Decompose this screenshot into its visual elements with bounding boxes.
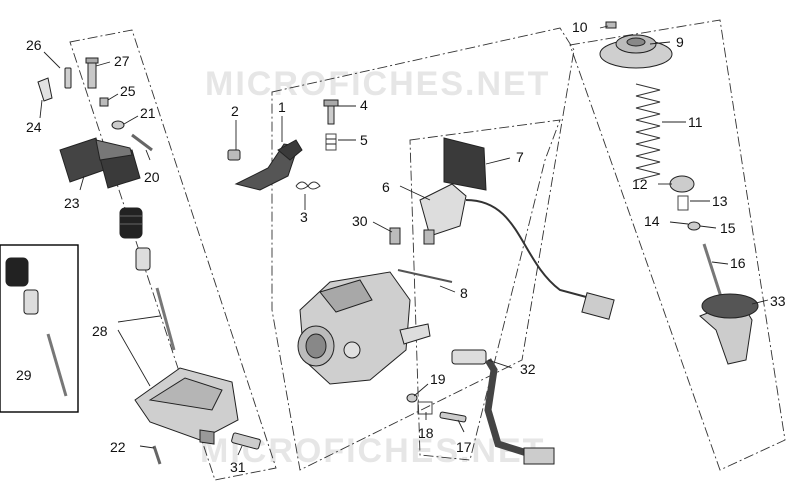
leader-lines bbox=[39, 25, 769, 456]
group-outlines bbox=[69, 19, 786, 481]
part-25-nut bbox=[99, 97, 109, 107]
part-13-spring bbox=[677, 195, 689, 211]
callout-30: 30 bbox=[352, 213, 368, 229]
part-4-screw bbox=[323, 99, 339, 125]
callout-labels: 1 2 3 4 5 6 7 8 9 10 11 12 13 14 15 16 1… bbox=[16, 19, 786, 475]
center-group-outline bbox=[271, 27, 575, 471]
callout-24: 24 bbox=[26, 119, 42, 135]
part-1-lever bbox=[234, 139, 303, 191]
part-21-ring bbox=[111, 120, 125, 130]
part-24-clip bbox=[37, 77, 53, 102]
callout-22: 22 bbox=[110, 439, 126, 455]
callout-16: 16 bbox=[730, 255, 746, 271]
part-20-rod bbox=[131, 133, 153, 152]
callout-3: 3 bbox=[300, 209, 308, 225]
part-15-clip bbox=[687, 221, 701, 231]
callout-13: 13 bbox=[712, 193, 728, 209]
part-8-wire bbox=[397, 269, 453, 283]
callout-15: 15 bbox=[720, 220, 736, 236]
callout-18: 18 bbox=[418, 425, 434, 441]
callout-23: 23 bbox=[64, 195, 80, 211]
part-18-spring bbox=[417, 401, 433, 415]
callout-21: 21 bbox=[140, 105, 156, 121]
callout-19: 19 bbox=[430, 371, 446, 387]
part-11-spring bbox=[635, 83, 661, 181]
callout-26: 26 bbox=[26, 37, 42, 53]
callout-6: 6 bbox=[382, 179, 390, 195]
part-16-needle bbox=[702, 243, 724, 301]
sensor-group-outline bbox=[409, 119, 561, 461]
callout-8: 8 bbox=[460, 285, 468, 301]
callout-9: 9 bbox=[676, 34, 684, 50]
callout-7: 7 bbox=[516, 149, 524, 165]
callout-33: 33 bbox=[770, 293, 786, 309]
callout-28: 28 bbox=[92, 323, 108, 339]
carburetor-body bbox=[297, 271, 431, 385]
inset-box bbox=[0, 244, 79, 413]
part-12-retainer bbox=[669, 175, 695, 193]
part-2-screw bbox=[227, 149, 241, 161]
callout-10: 10 bbox=[572, 19, 588, 35]
callout-29: 29 bbox=[16, 367, 32, 383]
callout-27: 27 bbox=[114, 53, 130, 69]
part-7-block bbox=[443, 137, 487, 191]
watermark-top: MICROFICHES.NET bbox=[205, 65, 550, 103]
part-9-cover bbox=[599, 34, 673, 69]
part-33-slide bbox=[699, 293, 759, 365]
part-30-screw bbox=[389, 227, 401, 245]
callout-11: 11 bbox=[688, 114, 703, 130]
callout-25: 25 bbox=[120, 83, 136, 99]
right-group-outline bbox=[569, 19, 786, 471]
left-group-outline bbox=[69, 29, 277, 481]
part-22-screw bbox=[152, 445, 162, 465]
part-3-spring bbox=[295, 181, 321, 190]
callout-31: 31 bbox=[230, 459, 246, 475]
part-boot bbox=[119, 207, 143, 239]
part-28-needle bbox=[155, 287, 176, 351]
callout-14: 14 bbox=[644, 213, 660, 229]
part-27-screw bbox=[85, 57, 99, 89]
part-26-pin bbox=[64, 67, 72, 89]
callout-32: 32 bbox=[520, 361, 536, 377]
part-23-autochoke bbox=[59, 137, 141, 189]
callout-17: 17 bbox=[456, 439, 472, 455]
callout-1: 1 bbox=[278, 99, 286, 115]
part-17-screw bbox=[439, 411, 467, 423]
callout-4: 4 bbox=[360, 97, 368, 113]
part-6-solenoid bbox=[419, 183, 615, 320]
part-29-set bbox=[5, 257, 68, 397]
part-float-bowl bbox=[134, 367, 239, 445]
callout-12: 12 bbox=[632, 176, 648, 192]
callout-20: 20 bbox=[144, 169, 160, 185]
part-10-screw bbox=[605, 21, 617, 29]
parts bbox=[5, 21, 759, 465]
part-plunger bbox=[135, 247, 151, 271]
part-31-plug bbox=[231, 432, 261, 450]
callout-2: 2 bbox=[231, 103, 239, 119]
part-5-spring bbox=[325, 133, 337, 151]
part-32-hose bbox=[451, 349, 555, 465]
callout-5: 5 bbox=[360, 132, 368, 148]
